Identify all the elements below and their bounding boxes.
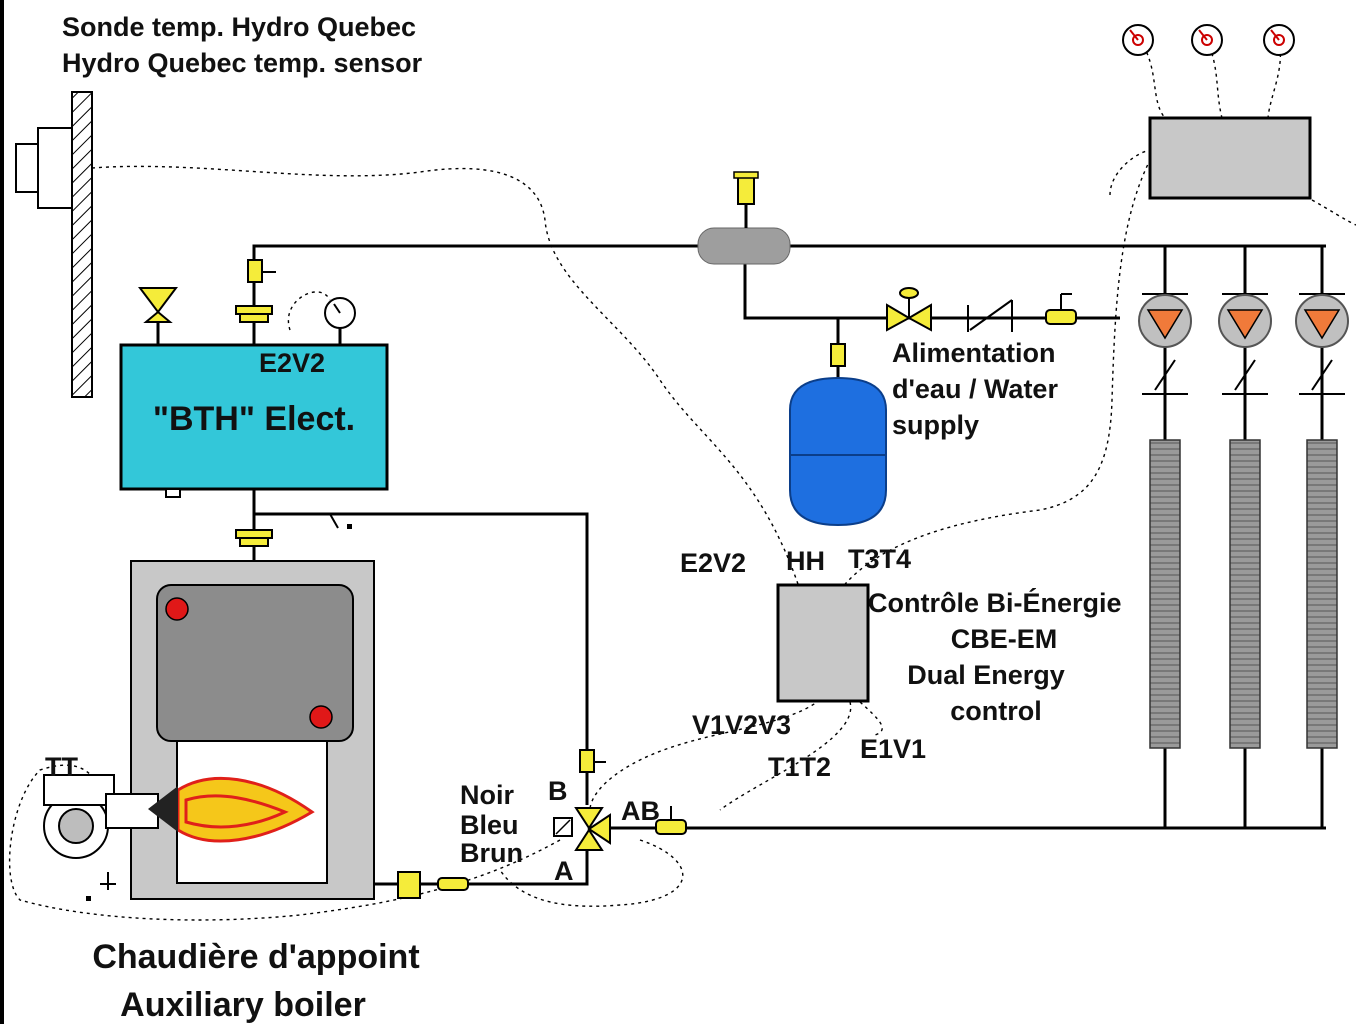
- zone-thermostat-icon: [1263, 24, 1295, 56]
- bth-terminal-label: E2V2: [259, 348, 325, 378]
- pressure-gauge-icon: [324, 297, 356, 345]
- burner-icon: [43, 774, 178, 859]
- auxiliary-boiler: TT Chaudière d'appoint Auxiliary boiler: [43, 560, 420, 1024]
- controller-terminal-t3t4: T3T4: [848, 544, 911, 574]
- water-supply-label-1: Alimentation: [892, 338, 1056, 368]
- outdoor-sensor: [15, 91, 93, 398]
- zone-pump: [1295, 293, 1349, 749]
- bth-name: "BTH" Elect.: [153, 400, 355, 438]
- wire-color-brown: Brun: [460, 838, 523, 868]
- baseboard-radiator: [1229, 439, 1261, 749]
- drain-valve-icon: [322, 513, 352, 529]
- indicator-light: [165, 597, 189, 621]
- indicator-light: [309, 705, 333, 729]
- zone-thermostat-icon: [1191, 24, 1223, 56]
- controller-terminal-v1v2v3: V1V2V3: [692, 710, 791, 740]
- expansion-tank: [789, 343, 887, 527]
- sensor-title-fr: Sonde temp. Hydro Quebec: [62, 12, 416, 42]
- water-supply-fittings: [886, 287, 1077, 332]
- wire-color-blue: Bleu: [460, 810, 519, 840]
- zone-control-box: [1148, 116, 1312, 200]
- controller-terminal-e2v2: E2V2: [680, 548, 746, 578]
- frame-edge: [0, 0, 4, 1024]
- relief-valve-icon: [138, 287, 178, 345]
- controller-model: CBE-EM: [951, 624, 1058, 654]
- boiler-thermostat-label: TT: [45, 752, 78, 782]
- check-valve-icon: [967, 299, 1013, 332]
- air-separator: [697, 171, 791, 265]
- controller-title-en-1: Dual Energy: [907, 660, 1065, 690]
- shutoff-valve-icon: [1045, 293, 1077, 325]
- zone-pump: [1138, 293, 1192, 749]
- boiler-outlet-fittings: [397, 871, 469, 899]
- zone-pump: [1218, 293, 1272, 749]
- controller-terminal-t1t2: T1T2: [768, 752, 831, 782]
- baseboard-radiator: [1306, 439, 1338, 749]
- zone-thermostat-icon: [1122, 24, 1154, 56]
- controller-title-en-2: control: [950, 696, 1042, 726]
- bth-electric-boiler: E2V2 "BTH" Elect.: [119, 259, 389, 547]
- sensor-title-en: Hydro Quebec temp. sensor: [62, 48, 423, 78]
- controller-terminal-hh: HH: [786, 546, 825, 576]
- union-fitting-icon: [235, 529, 273, 547]
- air-vent-icon: [737, 175, 755, 205]
- control-wires: [8, 39, 1356, 921]
- valve-port-ab: AB: [621, 796, 660, 826]
- flame-icon: [176, 776, 315, 843]
- union-fitting-icon: [235, 259, 276, 323]
- water-supply-label-3: supply: [892, 410, 979, 440]
- baseboard-radiator: [1149, 439, 1181, 749]
- zone-thermostats: [1122, 24, 1312, 200]
- controller-terminal-e1v1: E1V1: [860, 734, 926, 764]
- boiler-title-en: Auxiliary boiler: [120, 986, 366, 1024]
- wire-color-black: Noir: [460, 780, 514, 810]
- water-supply-label-2: d'eau / Water: [892, 374, 1058, 404]
- controller-title-fr: Contrôle Bi-Énergie: [868, 587, 1122, 618]
- dual-energy-controller: [776, 583, 870, 703]
- wall: [71, 91, 93, 398]
- controller-box: [776, 583, 870, 703]
- drain-valve-icon: [86, 872, 116, 901]
- boiler-title-fr: Chaudière d'appoint: [92, 938, 419, 976]
- fill-valve-icon: [886, 287, 932, 332]
- bth-tank: [119, 343, 389, 491]
- three-way-valve: [553, 749, 687, 851]
- valve-port-a: A: [554, 856, 574, 886]
- valve-port-b: B: [548, 776, 568, 806]
